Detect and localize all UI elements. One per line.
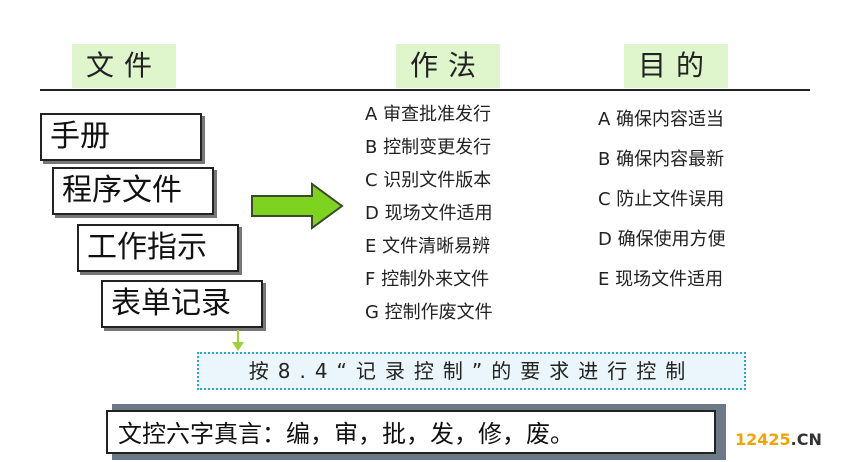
purpose-item: C 防止文件误用	[598, 189, 725, 210]
practice-item: E 文件清晰易辨	[365, 236, 491, 257]
header-method: 作法	[396, 44, 500, 88]
watermark-suffix: .CN	[790, 430, 822, 449]
purpose-item: A 确保内容适当	[598, 109, 725, 130]
right-arrow-icon	[251, 182, 344, 230]
doc-box-work-instruction: 工作指示	[77, 224, 239, 272]
header-divider	[40, 89, 810, 91]
site-watermark: 12425.CN	[735, 430, 822, 449]
header-purpose: 目的	[624, 44, 728, 88]
watermark-number: 12425	[735, 430, 791, 449]
down-arrow-line	[237, 330, 239, 344]
practice-item: A 审查批准发行	[365, 104, 492, 125]
record-control-note: 按8.4“记录控制”的要求进行控制	[197, 352, 746, 390]
doc-box-manual: 手册	[40, 113, 202, 161]
purpose-item: B 确保内容最新	[598, 149, 725, 170]
practice-item: G 控制作废文件	[365, 302, 493, 323]
practice-item: C 识别文件版本	[365, 170, 492, 191]
purpose-item: D 确保使用方便	[598, 229, 726, 250]
practice-item: B 控制变更发行	[365, 137, 492, 158]
header-documents: 文件	[72, 44, 176, 88]
purpose-item: E 现场文件适用	[598, 269, 724, 290]
doc-box-procedure: 程序文件	[52, 167, 214, 215]
down-arrow-icon	[232, 342, 244, 351]
practice-item: D 现场文件适用	[365, 203, 493, 224]
doc-box-form-record: 表单记录	[101, 280, 263, 328]
slogan-box: 文控六字真言：编，审，批，发，修，废。	[106, 410, 716, 454]
practice-item: F 控制外来文件	[365, 269, 490, 290]
purpose-list: A 确保内容适当 B 确保内容最新 C 防止文件误用 D 确保使用方便 E 现场…	[598, 105, 726, 305]
practice-list: A 审查批准发行 B 控制变更发行 C 识别文件版本 D 现场文件适用 E 文件…	[365, 100, 493, 331]
